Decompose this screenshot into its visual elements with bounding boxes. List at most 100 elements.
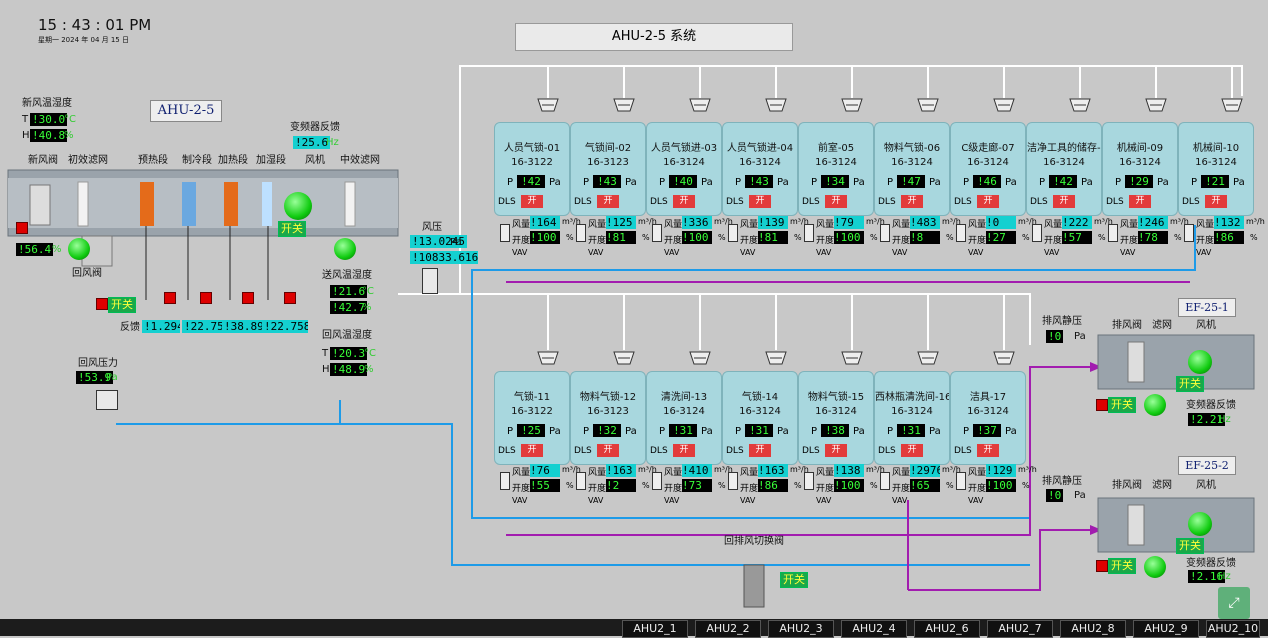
duct-pressure-label: 风压 [422, 222, 442, 233]
room-dls-state[interactable]: 开 [673, 195, 695, 208]
vav-box[interactable]: 风量 !79 m³/h 开度 !100 % VAV [804, 216, 885, 262]
vav-open-unit: % [642, 233, 650, 242]
room-dls-state[interactable]: 开 [977, 195, 999, 208]
tab-ahu2_4[interactable]: AHU2_4 [841, 620, 907, 638]
tab-ahu2_9[interactable]: AHU2_9 [1133, 620, 1199, 638]
vav-box[interactable]: 风量 !163 m³/h 开度 !86 % VAV [728, 464, 809, 510]
vav-box[interactable]: 风量 !139 m³/h 开度 !81 % VAV [728, 216, 809, 262]
room-dls-state[interactable]: 开 [749, 444, 771, 457]
vav-flow-label: 风量 [664, 468, 683, 478]
vav-box[interactable]: 风量 !0 m³/h 开度 !27 % VAV [956, 216, 1037, 262]
room-panel[interactable]: 机械间-10 16-3124 P !21 Pa DLS 开 [1178, 122, 1254, 216]
room-dls-state[interactable]: 开 [901, 195, 923, 208]
room-panel[interactable]: 物料气锁-12 16-3123 P !32 Pa DLS 开 [570, 371, 646, 465]
room-panel[interactable]: 人员气锁进-03 16-3124 P !40 Pa DLS 开 [646, 122, 722, 216]
vav-box[interactable]: 风量 !222 m³/h 开度 !57 % VAV [1032, 216, 1113, 262]
vav-box[interactable]: 风量 !125 m³/h 开度 !81 % VAV [576, 216, 657, 262]
vav-label: VAV [968, 496, 984, 505]
room-panel[interactable]: 人员气锁-01 16-3122 P !42 Pa DLS 开 [494, 122, 570, 216]
ef2-fan-switch[interactable]: 开关 [1176, 538, 1204, 554]
vav-box[interactable]: 风量 !163 m³/h 开度 !2 % VAV [576, 464, 657, 510]
return-damper-switch[interactable]: 开关 [108, 297, 136, 313]
vav-open-label: 开度 [740, 236, 759, 246]
vav-label: VAV [892, 496, 908, 505]
room-panel[interactable]: 机械间-09 16-3124 P !29 Pa DLS 开 [1102, 122, 1178, 216]
room-panel[interactable]: 物料气锁-06 16-3124 P !47 Pa DLS 开 [874, 122, 950, 216]
supply-fan[interactable] [284, 192, 312, 220]
vav-box[interactable]: 风量 !483 m³/h 开度 !8 % VAV [880, 216, 961, 262]
vav-box[interactable]: 风量 !132 m³/h 开度 !86 % VAV [1184, 216, 1265, 262]
room-dls-state[interactable]: 开 [521, 195, 543, 208]
vav-box[interactable]: 风量 !164 m³/h 开度 !100 % VAV [500, 216, 581, 262]
room-panel[interactable]: 气锁-14 16-3124 P !31 Pa DLS 开 [722, 371, 798, 465]
tab-ahu2_8[interactable]: AHU2_8 [1060, 620, 1126, 638]
tab-ahu2_7[interactable]: AHU2_7 [987, 620, 1053, 638]
room-dls-state[interactable]: 开 [521, 444, 543, 457]
room-dls-state[interactable]: 开 [901, 444, 923, 457]
vav-box[interactable]: 风量 !138 m³/h 开度 !100 % VAV [804, 464, 885, 510]
fresh-damper-value: !56.4 [16, 243, 54, 256]
room-dls-label: DLS [954, 197, 972, 207]
vav-box[interactable]: 风量 !76 m³/h 开度 !55 % VAV [500, 464, 581, 510]
vav-flow-label: 风量 [892, 468, 911, 478]
ef2-damper-switch[interactable]: 开关 [1108, 558, 1136, 574]
vav-label: VAV [1196, 248, 1212, 257]
ef1-fan[interactable] [1188, 350, 1212, 374]
ef1-vfd-unit: Hz [1218, 414, 1231, 425]
return-exhaust-switch[interactable]: 开关 [780, 572, 808, 588]
vav-flow-label: 风量 [588, 220, 607, 230]
ef1-vfd-value: !2.21 [1188, 413, 1226, 426]
room-dls-state[interactable]: 开 [673, 444, 695, 457]
vav-flow-unit: m³/h [1018, 465, 1037, 474]
vav-flow-unit: m³/h [562, 217, 581, 226]
room-dls-state[interactable]: 开 [749, 195, 771, 208]
supply-fan-switch[interactable]: 开关 [278, 221, 306, 237]
vav-box[interactable]: 风量 !336 m³/h 开度 !100 % VAV [652, 216, 733, 262]
room-dls-state[interactable]: 开 [1053, 195, 1075, 208]
room-panel[interactable]: 清洗间-13 16-3124 P !31 Pa DLS 开 [646, 371, 722, 465]
room-dls-state[interactable]: 开 [1205, 195, 1227, 208]
tab-ahu2_1[interactable]: AHU2_1 [622, 620, 688, 638]
room-dls-state[interactable]: 开 [597, 444, 619, 457]
tab-ahu2_2[interactable]: AHU2_2 [695, 620, 761, 638]
room-p-label: P [659, 426, 666, 437]
vav-flow-unit: m³/h [1018, 217, 1037, 226]
room-panel[interactable]: 人员气锁进-04 16-3124 P !43 Pa DLS 开 [722, 122, 798, 216]
room-p-label: P [1039, 177, 1046, 188]
return-temp-unit: °C [364, 348, 376, 359]
vav-open-label: 开度 [740, 484, 759, 494]
room-panel[interactable]: C级走廊-07 16-3124 P !46 Pa DLS 开 [950, 122, 1026, 216]
fresh-temp-value: !30.0 [30, 113, 68, 126]
room-p-unit: Pa [1233, 177, 1245, 188]
room-p-unit: Pa [1081, 177, 1093, 188]
room-panel[interactable]: 前室-05 16-3124 P !34 Pa DLS 开 [798, 122, 874, 216]
vav-flow-value: !0 [986, 216, 1016, 229]
vav-open-label: 开度 [816, 484, 835, 494]
room-panel[interactable]: 西林瓶清洗间-16 16-3124 P !31 Pa DLS 开 [874, 371, 950, 465]
room-p-unit: Pa [1157, 177, 1169, 188]
tab-ahu2_6[interactable]: AHU2_6 [914, 620, 980, 638]
room-panel[interactable]: 洁净工具的储存-08 16-3124 P !42 Pa DLS 开 [1026, 122, 1102, 216]
ef2-fan[interactable] [1188, 512, 1212, 536]
room-panel[interactable]: 气锁-11 16-3122 P !25 Pa DLS 开 [494, 371, 570, 465]
tab-ahu2_3[interactable]: AHU2_3 [768, 620, 834, 638]
room-panel[interactable]: 物料气锁-15 16-3124 P !38 Pa DLS 开 [798, 371, 874, 465]
room-dls-state[interactable]: 开 [825, 444, 847, 457]
ef1-damper-switch[interactable]: 开关 [1108, 397, 1136, 413]
vfd-feedback-label: 变频器反馈 [290, 122, 340, 133]
vav-box[interactable]: 风量 !246 m³/h 开度 !78 % VAV [1108, 216, 1189, 262]
room-panel[interactable]: 气锁间-02 16-3123 P !43 Pa DLS 开 [570, 122, 646, 216]
room-dls-state[interactable]: 开 [825, 195, 847, 208]
ef1-fan-switch[interactable]: 开关 [1176, 376, 1204, 392]
vav-flow-label: 风量 [892, 220, 911, 230]
vav-box[interactable]: 风量 !129 m³/h 开度 !100 % VAV [956, 464, 1037, 510]
room-dls-state[interactable]: 开 [977, 444, 999, 457]
fullscreen-button[interactable]: ⤢ [1218, 587, 1250, 619]
room-dls-state[interactable]: 开 [597, 195, 619, 208]
vav-box[interactable]: 风量 !410 m³/h 开度 !73 % VAV [652, 464, 733, 510]
room-dls-state[interactable]: 开 [1129, 195, 1151, 208]
vav-actuator-icon [728, 224, 738, 242]
vav-box[interactable]: 风量 !2976 m³/h 开度 !65 % VAV [880, 464, 961, 510]
tab-ahu2_10[interactable]: AHU2_10 [1206, 620, 1260, 638]
room-panel[interactable]: 洁具-17 16-3124 P !37 Pa DLS 开 [950, 371, 1026, 465]
